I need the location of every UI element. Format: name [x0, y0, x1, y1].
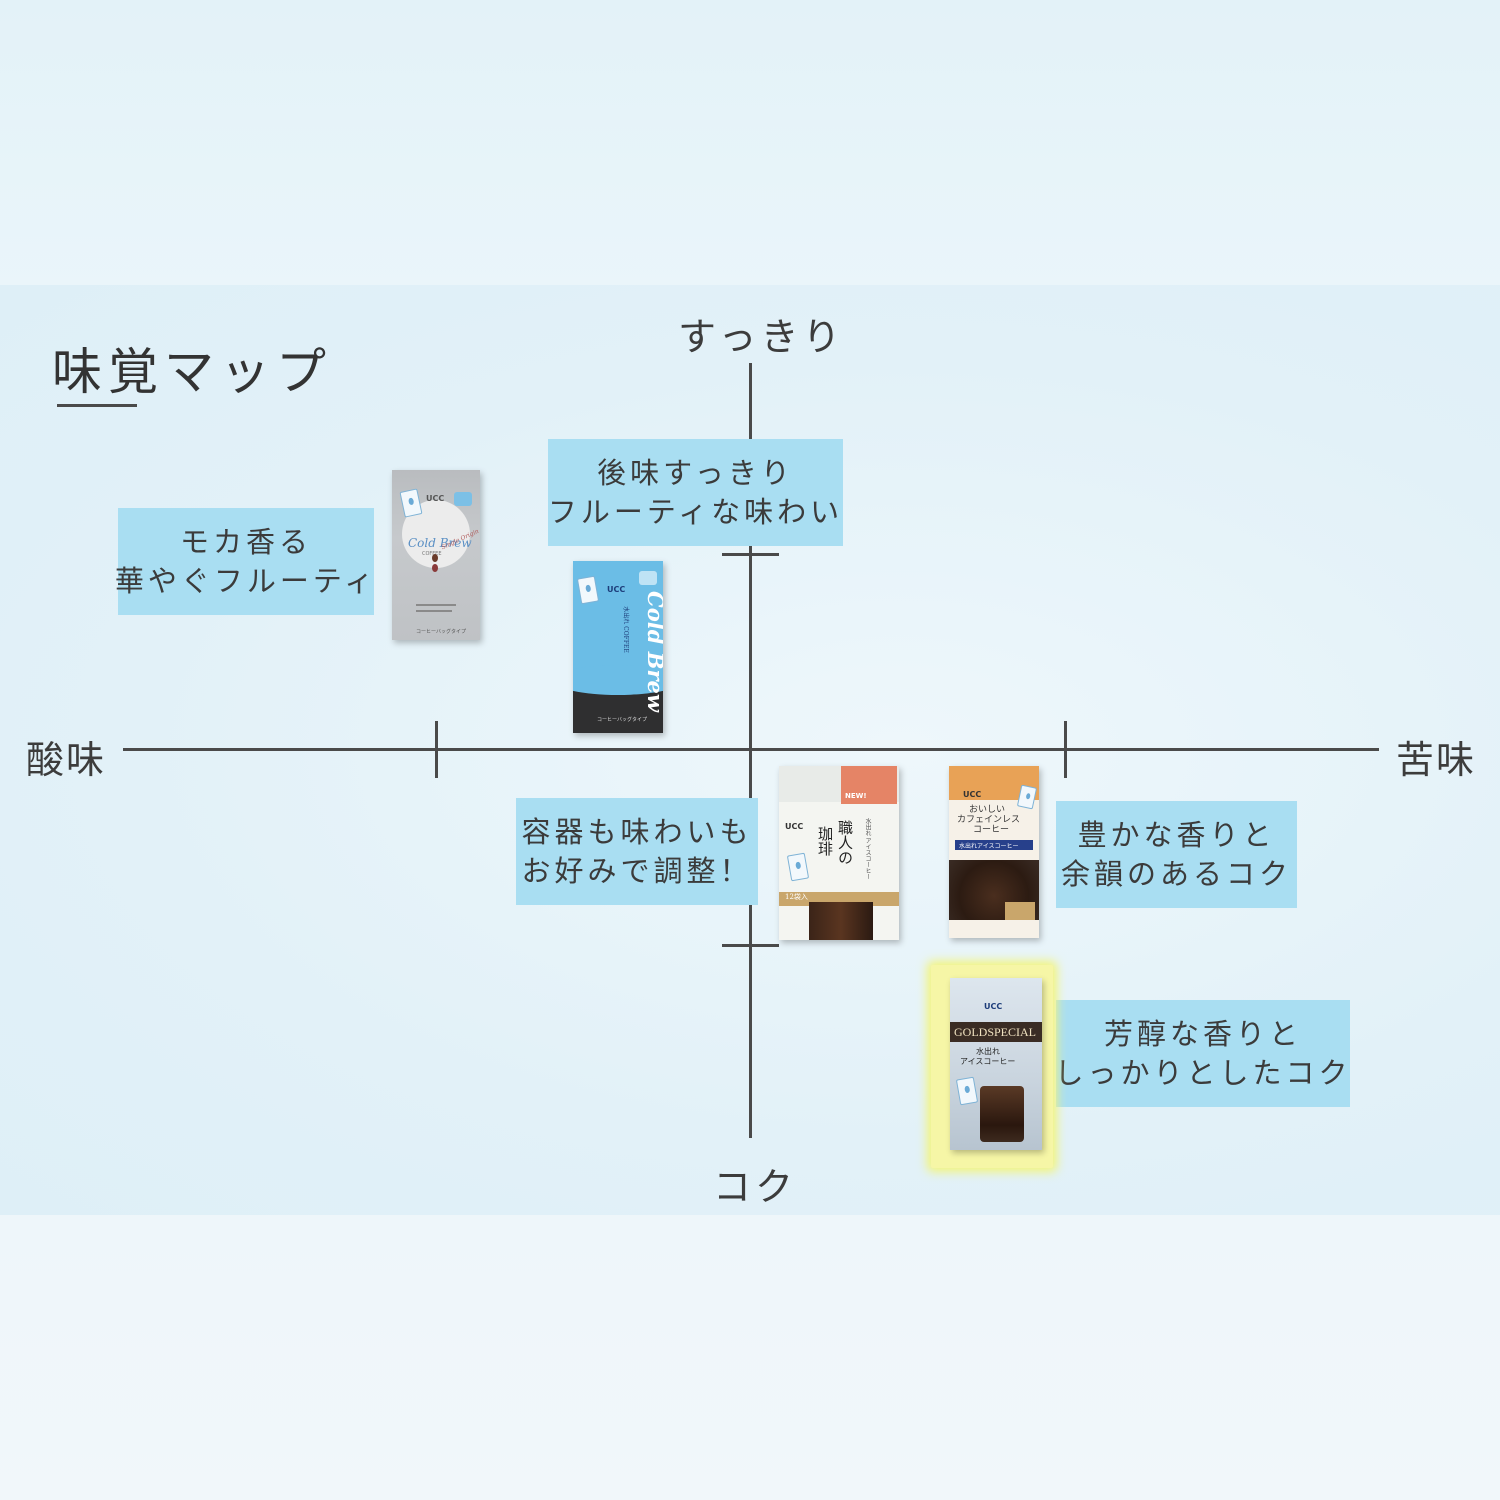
- bean-icon: [432, 564, 438, 572]
- package-wave: [573, 665, 663, 695]
- carton-accent: [841, 766, 897, 804]
- bean-icon: [432, 554, 438, 562]
- bubble-fruity: 後味すっきり フルーティな味わい: [548, 439, 843, 546]
- axis-label-right: 苦味: [1396, 738, 1477, 782]
- ucc-logo: UCC: [963, 790, 982, 799]
- product-sub: COFFEE: [422, 551, 442, 557]
- tag-icon: [955, 1076, 979, 1106]
- bubble-line: お好みで調整！: [521, 853, 753, 888]
- product-cold-brew: UCC Cold Brew 水出れ COFFEE コーヒーバッグタイプ: [573, 561, 663, 733]
- product-gold-special: UCC GOLDSPECIAL 水出れ アイスコーヒー: [950, 978, 1042, 1150]
- page-title: 味覚マップ: [52, 343, 332, 401]
- bubble-line: 華やぐフルーティ: [114, 563, 378, 598]
- product-name: Cold Brew: [408, 536, 472, 550]
- coffee-glass-image: [980, 1086, 1024, 1142]
- product-shokunin: NEW! UCC 職人の 珈琲 水出れ アイスコーヒー 12袋入: [779, 766, 899, 940]
- text-lines: [416, 610, 452, 612]
- bubble-line: 容器も味わいも: [521, 814, 753, 849]
- product-line3: コーヒー: [973, 825, 1010, 835]
- bubble-line: 後味すっきり: [597, 455, 794, 490]
- product-name: GOLDSPECIAL: [954, 1025, 1037, 1039]
- product-line1: おいしい: [969, 805, 1006, 815]
- product-single-origin: UCC Cold Brew COFFEE Single Origin コーヒーバ…: [392, 470, 480, 640]
- badge-icon: [639, 571, 657, 585]
- tag-icon: [786, 852, 810, 882]
- count-label: 12袋入: [785, 893, 808, 901]
- text-lines: [416, 604, 456, 606]
- product-name: Cold Brew: [642, 591, 663, 712]
- product-name-line2: 珈琲: [816, 826, 834, 856]
- type-label: コーヒーバッグタイプ: [416, 629, 466, 635]
- name-band: [950, 1022, 1042, 1042]
- tick-left: [435, 721, 438, 778]
- ucc-logo: UCC: [984, 1002, 1003, 1011]
- axis-label-top: すっきり: [678, 315, 845, 359]
- ucc-logo: UCC: [785, 822, 804, 831]
- tag-icon: [576, 575, 600, 605]
- tick-top: [722, 553, 779, 556]
- product-jp: 水出れ COFFEE: [621, 606, 629, 653]
- bubble-line: しっかりとしたコク: [1054, 1055, 1352, 1090]
- bubble-line: 余韻のあるコク: [1060, 856, 1292, 891]
- product-name-line1: 職人の: [836, 820, 854, 865]
- product-jp-line1: 水出れ: [976, 1047, 1000, 1056]
- bubble-moka: モカ香る 華やぐフルーティ: [114, 508, 378, 615]
- ucc-logo: UCC: [607, 585, 626, 594]
- product-line2: カフェインレス: [957, 815, 1021, 825]
- blue-band: [955, 840, 1033, 850]
- ucc-logo: UCC: [426, 494, 445, 503]
- axis-label-bottom: コク: [713, 1165, 798, 1209]
- vertical-axis: [749, 363, 752, 1138]
- bubble-line: 豊かな香りと: [1077, 817, 1276, 852]
- product-jp-line2: アイスコーヒー: [960, 1057, 1016, 1066]
- axis-label-left: 酸味: [26, 738, 107, 782]
- bubble-line: 芳醇な香りと: [1103, 1016, 1302, 1051]
- title-underline: [57, 404, 137, 407]
- badge-icon: [454, 492, 472, 506]
- bubble-line: モカ香る: [179, 524, 312, 559]
- bubble-line: フルーティな味わい: [547, 494, 844, 529]
- gold-accent: [1005, 902, 1035, 920]
- new-badge: NEW!: [845, 792, 867, 800]
- bubble-container: 容器も味わいも お好みで調整！: [516, 798, 758, 905]
- type-label: コーヒーバッグタイプ: [597, 717, 647, 723]
- bubble-gold: 芳醇な香りと しっかりとしたコク: [1054, 1000, 1352, 1107]
- band-label: 水出れアイスコーヒー: [959, 843, 1019, 850]
- product-jp: 水出れ アイスコーヒー: [864, 818, 871, 880]
- tag-icon: [399, 488, 423, 518]
- product-decaf: UCC おいしい カフェインレス コーヒー 水出れアイスコーヒー: [949, 766, 1039, 938]
- tick-bottom: [722, 944, 779, 947]
- coffee-glass-image: [809, 902, 873, 940]
- bubble-decaf: 豊かな香りと 余韻のあるコク: [1056, 801, 1297, 908]
- tick-right: [1064, 721, 1067, 778]
- tag-icon: [1016, 784, 1038, 810]
